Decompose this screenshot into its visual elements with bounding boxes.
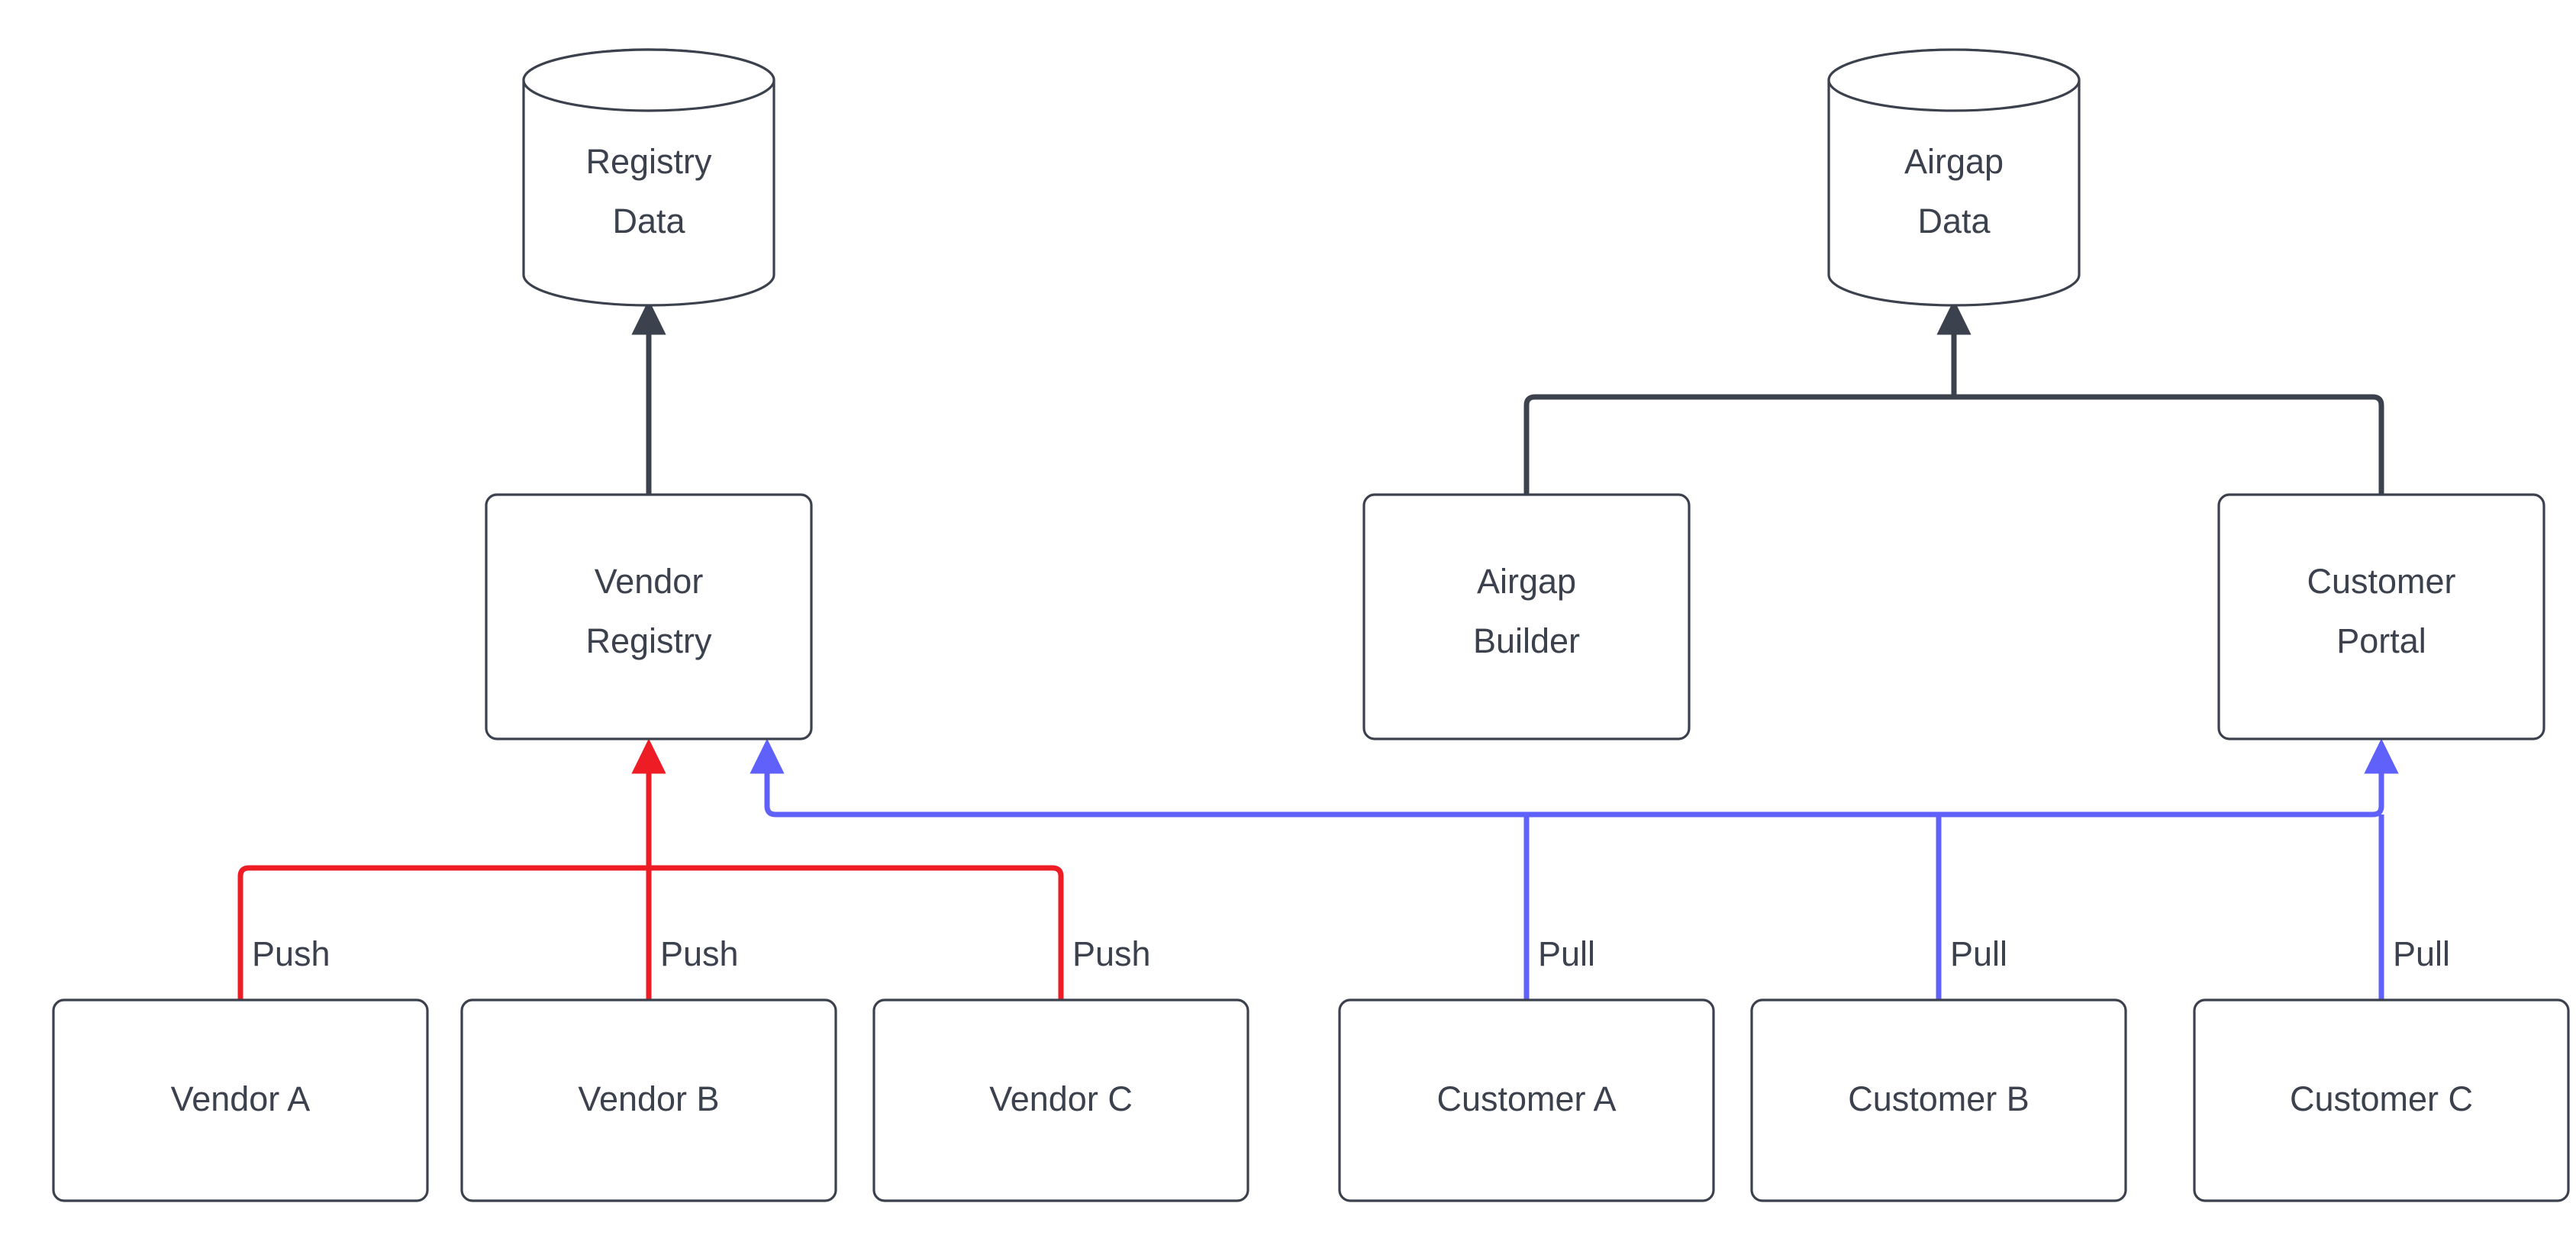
node-vendor-c[interactable]: Vendor C [872,998,1249,1202]
vendor-a-box [52,998,429,1202]
edge-airgap-bus[interactable] [1523,394,2384,495]
edge-label-push-2: Push [660,934,739,973]
vendor-registry-label-line2: Registry [585,621,712,660]
node-vendor-b[interactable]: Vendor B [460,998,837,1202]
vendor-registry-label-line1: Vendor [595,562,704,601]
node-customer-portal[interactable]: Customer Portal [2217,493,2545,740]
edge-group-push [237,738,1064,1000]
node-airgap-data[interactable]: Airgap Data [1827,48,2081,307]
airgap-data-cylinder-top [1827,48,2081,112]
customer-portal-label-line2: Portal [2336,621,2426,660]
edge-group-pull [750,738,2399,1000]
edge-label-push-3: Push [1072,934,1151,973]
airgap-builder-label-line2: Builder [1473,621,1580,660]
registry-data-label-line2: Data [612,202,685,240]
node-customer-a[interactable]: Customer A [1338,998,1715,1202]
edge-pull-bus[interactable] [764,744,2384,818]
customer-portal-box [2217,493,2545,740]
edge-label-pull-1: Pull [1538,934,1595,973]
vendor-b-box [460,998,837,1202]
edge-label-push-1: Push [252,934,330,973]
edge-label-pull-3: Pull [2393,934,2450,973]
edge-label-group: Push Push Push Pull Pull Pull [252,934,2450,973]
customer-c-label: Customer C [2290,1079,2473,1118]
vendor-registry-box [485,493,813,740]
vendor-b-label: Vendor B [578,1079,719,1118]
edge-label-pull-2: Pull [1950,934,2007,973]
airgap-builder-label-line1: Airgap [1477,562,1576,601]
edge-group-default [631,299,2384,495]
vendor-c-box [872,998,1249,1202]
customer-c-box [2193,998,2570,1202]
airgap-data-label-line1: Airgap [1904,142,2004,181]
node-registry-data[interactable]: Registry Data [522,48,775,307]
node-airgap-builder[interactable]: Airgap Builder [1362,493,1691,740]
airgap-builder-box [1362,493,1691,740]
vendor-a-label: Vendor A [171,1079,311,1118]
customer-b-box [1750,998,2127,1202]
airgap-data-label-line2: Data [1917,202,1991,240]
node-vendor-a[interactable]: Vendor A [52,998,429,1202]
customer-b-label: Customer B [1848,1079,2030,1118]
node-customer-c[interactable]: Customer C [2193,998,2570,1202]
node-customer-b[interactable]: Customer B [1750,998,2127,1202]
registry-data-label-line1: Registry [585,142,712,181]
customer-a-box [1338,998,1715,1202]
customer-portal-label-line1: Customer [2307,562,2455,601]
registry-data-cylinder-top [522,48,775,112]
customer-a-label: Customer A [1436,1079,1616,1118]
node-vendor-registry[interactable]: Vendor Registry [485,493,813,740]
vendor-c-label: Vendor C [989,1079,1133,1118]
